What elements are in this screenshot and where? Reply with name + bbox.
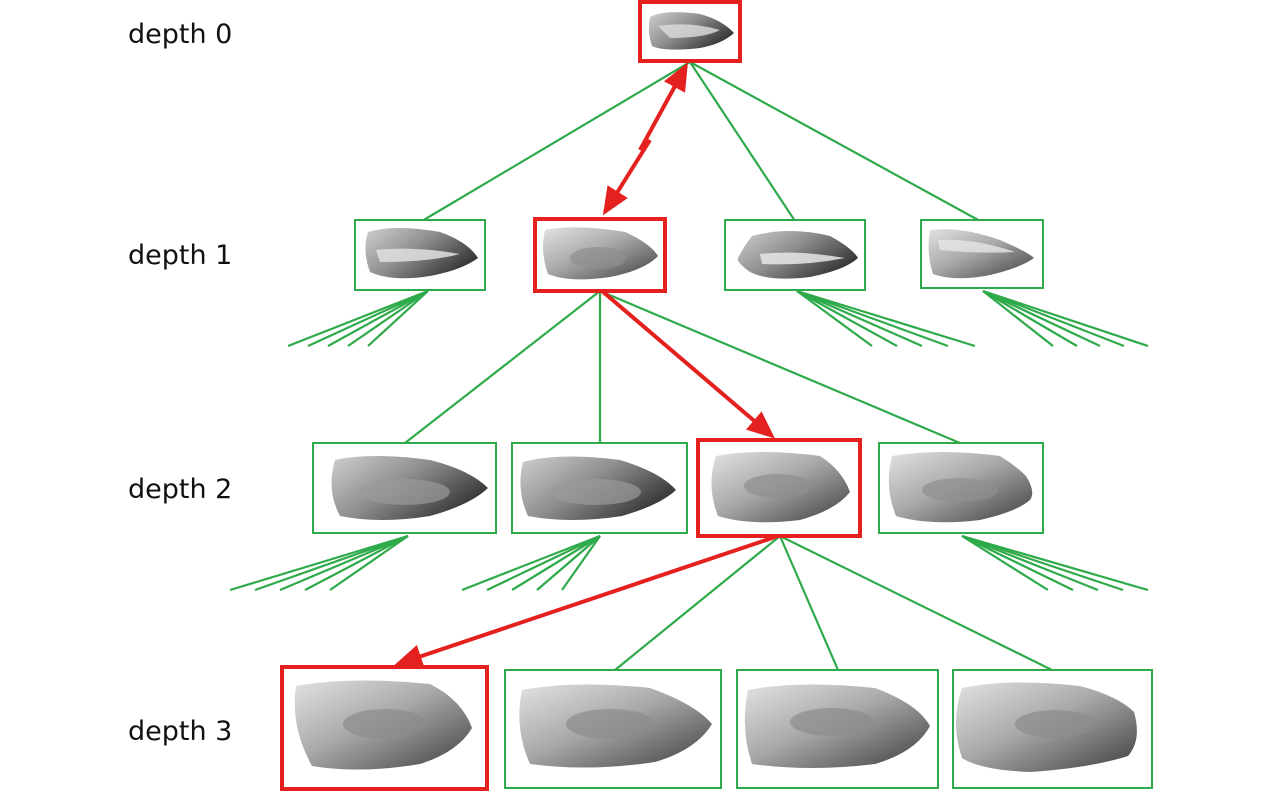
edge-d1-d2-3 bbox=[599, 289, 961, 445]
selected-path bbox=[394, 62, 779, 668]
node-d2-3[interactable] bbox=[878, 442, 1044, 534]
node-d2-0[interactable] bbox=[312, 442, 497, 534]
edge-d2-d3-3 bbox=[779, 535, 1053, 671]
node-d1-1[interactable] bbox=[533, 217, 667, 293]
depth-label-1: depth 1 bbox=[128, 240, 232, 271]
node-d1-2[interactable] bbox=[724, 219, 866, 291]
depth-label-3: depth 3 bbox=[128, 716, 232, 747]
node-d3-1[interactable] bbox=[504, 669, 722, 789]
node-d1-0[interactable] bbox=[354, 219, 486, 291]
fan-d2-3 bbox=[961, 534, 1149, 592]
node-d3-0[interactable] bbox=[280, 665, 489, 791]
fan-d2-1 bbox=[461, 534, 601, 592]
node-d0-0[interactable] bbox=[638, 0, 742, 63]
edge-d0-d1-2 bbox=[689, 61, 796, 222]
node-d2-2[interactable] bbox=[696, 438, 862, 538]
tree-edges bbox=[229, 61, 1149, 671]
fan-d1-0 bbox=[287, 289, 429, 348]
edge-d0-d1-3 bbox=[689, 61, 981, 222]
node-d1-3[interactable] bbox=[920, 219, 1044, 289]
depth-label-2: depth 2 bbox=[128, 474, 232, 505]
edge-d0-d1-0 bbox=[421, 61, 691, 222]
edge-d2-d3-1 bbox=[614, 535, 781, 671]
node-d3-3[interactable] bbox=[952, 669, 1153, 789]
depth-label-0: depth 0 bbox=[128, 19, 232, 50]
path-arrow-d0-to-d1 bbox=[602, 138, 652, 216]
node-d2-1[interactable] bbox=[511, 442, 688, 534]
node-d3-2[interactable] bbox=[736, 669, 939, 789]
path-arrow-d1-to-d0 bbox=[638, 62, 688, 151]
path-arrow-d2-to-d3 bbox=[394, 534, 779, 668]
fan-d2-0 bbox=[229, 534, 409, 592]
edge-d1-d2-0 bbox=[404, 290, 601, 444]
path-arrow-d1-to-d2 bbox=[600, 289, 776, 439]
fan-d1-2 bbox=[796, 289, 976, 348]
fan-d1-3 bbox=[982, 289, 1149, 348]
edge-d2-d3-2 bbox=[778, 535, 840, 671]
